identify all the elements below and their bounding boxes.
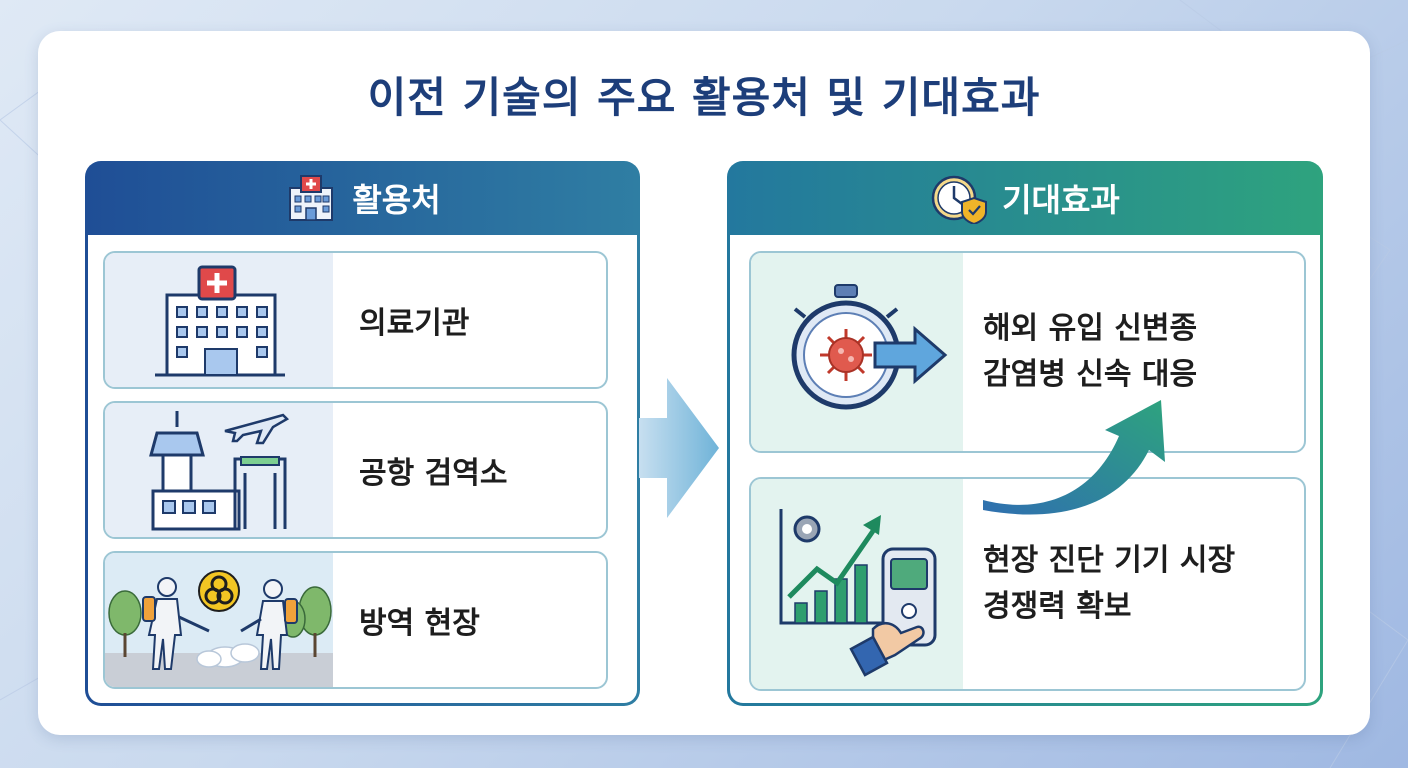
- usage-item-label: 공항 검역소: [359, 456, 508, 491]
- growth-chart-device-icon: [751, 479, 963, 689]
- hospital-icon: [105, 253, 333, 387]
- disinfection-site-icon: [105, 553, 333, 687]
- page-title: 이전 기술의 주요 활용처 및 기대효과: [367, 73, 1041, 122]
- effects-item-label: 해외 유입 신변종 감염병 신속 대응: [983, 311, 1198, 392]
- effects-item-label: 현장 진단 기기 시장 경쟁력 확보: [983, 543, 1236, 624]
- usage-panel-header: 활용처: [85, 161, 640, 235]
- usage-item-disinfection: 방역 현장: [103, 551, 608, 689]
- hospital-building-icon: [289, 175, 334, 221]
- effects-panel-header: 기대효과: [727, 161, 1323, 235]
- effects-header-label: 기대효과: [1002, 181, 1120, 219]
- usage-item-medical: 의료기관: [103, 251, 608, 389]
- airport-quarantine-icon: [105, 403, 333, 537]
- curved-growth-arrow-icon: [983, 400, 1165, 515]
- clock-shield-icon: [931, 175, 988, 224]
- usage-item-label: 의료기관: [359, 306, 470, 341]
- stopwatch-virus-icon: [751, 253, 963, 451]
- right-arrow-icon: [639, 378, 719, 518]
- usage-item-airport: 공항 검역소: [103, 401, 608, 539]
- usage-header-label: 활용처: [352, 181, 441, 219]
- effects-item-rapid-response: 해외 유입 신변종 감염병 신속 대응: [749, 251, 1306, 453]
- usage-item-label: 방역 현장: [359, 606, 480, 641]
